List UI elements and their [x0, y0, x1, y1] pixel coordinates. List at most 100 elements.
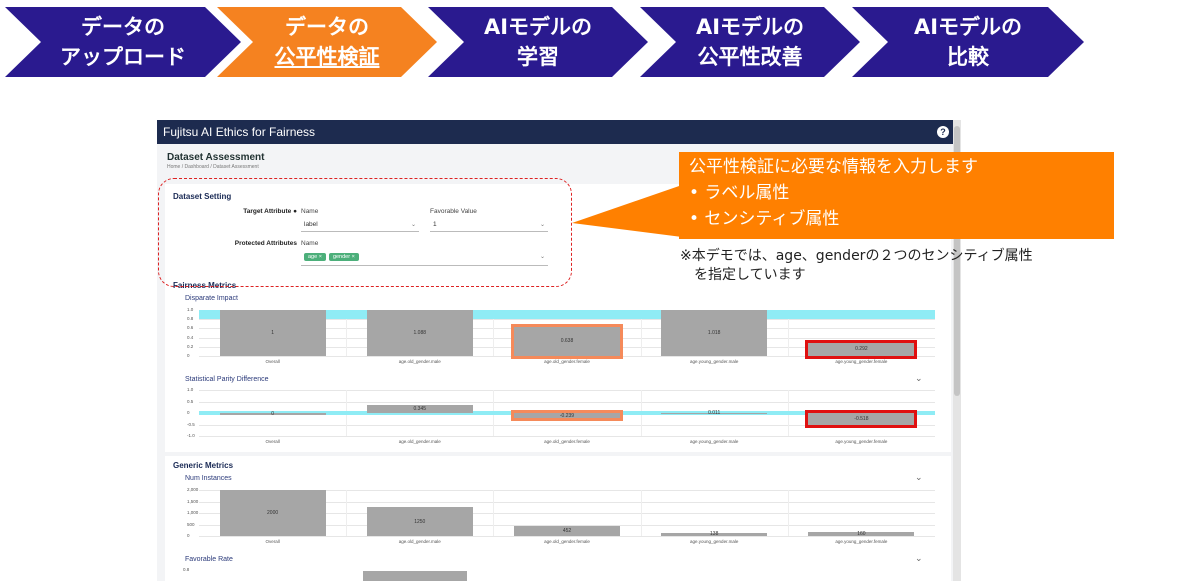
x-category-label: age.young_gender.male: [690, 439, 739, 444]
target-name-select[interactable]: label⌄: [301, 218, 419, 232]
scrollbar[interactable]: [953, 120, 961, 581]
x-category-label: age.young_gender.female: [835, 359, 888, 364]
y-tick-label: 1.0: [187, 387, 194, 392]
grid-line: [199, 401, 935, 403]
bar-value-label: -0.518: [854, 415, 869, 422]
x-category-label: age.young_gender.female: [835, 439, 888, 444]
name-label: Name: [301, 208, 319, 215]
chart-bar: [511, 409, 623, 422]
bar-value-label: 1.018: [707, 330, 721, 336]
bar-value-label: 0: [271, 410, 274, 417]
favorable-value-select[interactable]: 1⌄: [430, 218, 548, 232]
app-titlebar: Fujitsu AI Ethics for Fairness ?: [157, 120, 961, 144]
generic-metrics-title: Generic Metrics: [173, 461, 234, 470]
step-model-training-line2: 学習: [517, 45, 559, 69]
process-steps: データの アップロード データの 公平性検証 AIモデルの 学習 AIモデルの …: [0, 0, 1200, 80]
x-category-label: age.old_gender.female: [544, 359, 590, 364]
grid-line: [199, 536, 935, 537]
y-tick-label: 1,000: [187, 510, 199, 515]
step-model-comparison-line1: AIモデルの: [913, 15, 1023, 39]
x-category-label: Overall: [265, 439, 280, 444]
bar-value-label: 160: [857, 531, 866, 538]
grid-line: [199, 490, 935, 491]
chevron-down-icon: ⌄: [539, 222, 545, 228]
bar-value-label: 2000: [267, 510, 279, 516]
bar-value-label: 1.088: [413, 330, 427, 336]
chart-bar: [219, 310, 326, 356]
step-fairness-improvement-line1: AIモデルの: [695, 15, 805, 39]
grid-divider: [346, 310, 348, 356]
chart-bar: [366, 507, 473, 536]
step-fairness-check-line2: 公平性検証: [274, 45, 380, 69]
bar-value-label: 0.011: [708, 410, 721, 417]
target-attribute-text: Target Attribute: [243, 208, 292, 215]
bar-value-label: 1250: [414, 518, 426, 525]
protected-attributes-select[interactable]: age ×gender × ⌄: [301, 250, 548, 266]
favorable-value-label: Favorable Value: [430, 208, 477, 215]
bar-value-label: 0.638: [560, 338, 574, 345]
bar-value-label: 0.292: [855, 346, 868, 353]
note-text: ※本デモでは、age、genderの２つのセンシティブ属性 を指定しています: [680, 247, 1033, 285]
page-title: Dataset Assessment: [167, 152, 265, 163]
statistical-parity-title: Statistical Parity Difference: [185, 376, 269, 383]
step-fairness-improvement-line2: 公平性改善: [697, 45, 803, 69]
x-category-label: age.old_gender.female: [544, 439, 590, 444]
chip-gender-label: gender: [332, 254, 351, 260]
x-category-label: age.old_gender.female: [544, 539, 590, 544]
chart-bar: [661, 532, 768, 536]
favorable-value: 1: [433, 221, 437, 228]
collapse-chevron-icon[interactable]: ⌄: [915, 374, 923, 384]
chip-gender[interactable]: gender ×: [328, 253, 359, 261]
y-tick-label: 0.2: [187, 343, 194, 349]
step-upload-line1: データの: [81, 15, 165, 39]
x-category-label: age.old_gender.male: [398, 439, 441, 444]
y-tick-label: 0.8: [187, 316, 194, 322]
grid-divider: [640, 310, 642, 356]
target-name-value: label: [304, 221, 318, 228]
chart-bar: [511, 323, 623, 360]
x-category-label: age.old_gender.male: [398, 539, 441, 544]
callout-line1: 公平性検証に必要な情報を入力します: [689, 157, 978, 177]
page-header: Dataset Assessment Home / Dashboard / Da…: [167, 152, 264, 170]
y-tick-label: 1.0: [187, 307, 194, 312]
chart-bar: [808, 532, 915, 536]
step-upload: データの アップロード: [5, 7, 241, 77]
chart-bar: [366, 405, 473, 413]
breadcrumb[interactable]: Home / Dashboard / Dataset Assessment: [167, 164, 259, 170]
y-tick-label: 0: [187, 410, 190, 415]
collapse-chevron-icon[interactable]: ⌄: [915, 473, 923, 483]
help-icon[interactable]: ?: [937, 126, 949, 138]
y-tick-label: -1.0: [187, 433, 195, 438]
chart-bar: [219, 413, 326, 415]
arrow-shape: [852, 7, 1084, 77]
y-tick-label: 1,500: [187, 498, 199, 504]
grid-divider: [346, 490, 348, 536]
arrow-shape: [5, 7, 241, 77]
x-category-label: Overall: [265, 539, 280, 544]
collapse-chevron-icon[interactable]: ⌄: [915, 554, 923, 564]
grid-line: [199, 424, 935, 426]
step-fairness-improvement: AIモデルの 公平性改善: [640, 7, 860, 77]
chart-bar: [514, 525, 620, 536]
y-tick-label: 0.6: [187, 325, 194, 331]
chevron-down-icon: ⌄: [539, 254, 545, 260]
grid-line: [199, 524, 935, 526]
y-tick-label: 0: [187, 533, 190, 538]
scrollbar-thumb[interactable]: [954, 126, 960, 396]
chip-age[interactable]: age ×: [304, 253, 326, 261]
y-tick-label: -0.5: [187, 421, 195, 427]
step-model-comparison: AIモデルの 比較: [852, 7, 1084, 77]
grid-divider: [787, 310, 789, 356]
chart-bar: [805, 410, 918, 428]
note-line1: ※本デモでは、age、genderの２つのセンシティブ属性: [680, 248, 1033, 264]
x-category-label: age.old_gender.male: [398, 359, 441, 364]
grid-line: [199, 513, 935, 514]
fairness-metrics-title: Fairness Metrics: [173, 281, 237, 290]
step-fairness-check-line1: データの: [285, 15, 369, 39]
grid-line: [199, 319, 935, 321]
step-model-training: AIモデルの 学習: [428, 7, 648, 77]
protected-attributes-label: Protected Attributes: [234, 240, 297, 247]
